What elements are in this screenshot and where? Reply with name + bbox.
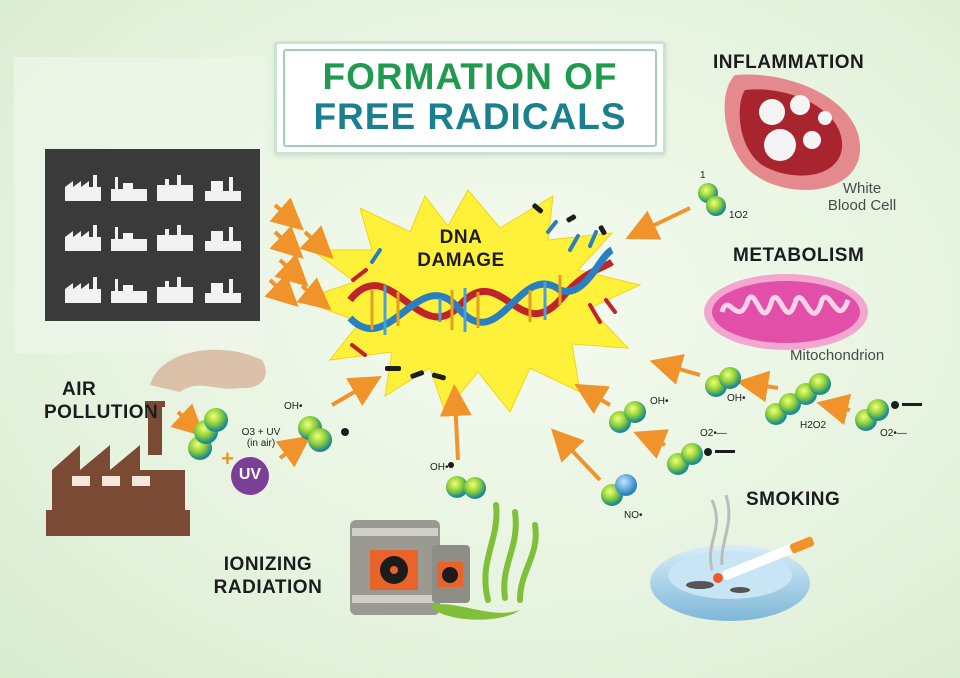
oh-label-air: OH• bbox=[284, 401, 303, 412]
factory-icon bbox=[63, 275, 103, 305]
white-blood-cell-caption: White Blood Cell bbox=[822, 180, 902, 214]
ozone-molecule bbox=[188, 408, 228, 460]
factory-icon bbox=[203, 275, 243, 305]
factory-icon bbox=[63, 223, 103, 253]
dna-damage-label: DNA DAMAGE bbox=[414, 226, 508, 272]
title-line-2: FREE RADICALS bbox=[313, 96, 627, 137]
svg-text:+: + bbox=[221, 446, 234, 471]
oh-label-mid: OH• bbox=[650, 396, 669, 407]
factory-icon bbox=[109, 223, 149, 253]
factory-icon bbox=[109, 173, 149, 203]
radiation-line-2: RADIATION bbox=[213, 577, 323, 598]
caption-line-1: White bbox=[842, 180, 882, 197]
uv-icon bbox=[231, 457, 269, 495]
dna-damage-line-1: DNA bbox=[439, 227, 483, 248]
air-pollution-line-2: POLLUTION bbox=[44, 402, 159, 423]
air-pollution-label: AIR POLLUTION bbox=[44, 378, 158, 424]
factory-icon bbox=[155, 275, 195, 305]
reaction-line-2: (in air) bbox=[246, 438, 276, 449]
oh-molecule-radiation bbox=[446, 462, 486, 499]
oh-label-metabolism: OH• bbox=[727, 393, 746, 404]
o2-label-right: O2•— bbox=[880, 428, 907, 439]
reaction-line-1: O3 + UV bbox=[241, 427, 281, 438]
factory-icon bbox=[155, 223, 195, 253]
singlet-oxygen-label-top: 1 bbox=[700, 170, 706, 181]
metabolism-molecules bbox=[601, 367, 922, 506]
mitochondrion-icon bbox=[704, 274, 868, 350]
factory-icon bbox=[155, 173, 195, 203]
ozone-uv-reaction: O3 + UV (in air) bbox=[238, 427, 284, 449]
no-label: NO• bbox=[624, 510, 643, 521]
metabolism-label: METABOLISM bbox=[733, 245, 865, 266]
arrows bbox=[170, 197, 852, 482]
white-blood-cell-icon bbox=[724, 74, 861, 190]
oh-molecule-air bbox=[298, 416, 349, 452]
factory-icon bbox=[46, 349, 266, 536]
oh-label-radiation: OH• bbox=[430, 462, 449, 473]
air-pollution-line-1: AIR bbox=[62, 379, 97, 400]
factory-icon bbox=[63, 173, 103, 203]
h2o2-label: H2O2 bbox=[800, 420, 827, 431]
factory-icon bbox=[109, 275, 149, 305]
mitochondrion-caption: Mitochondrion bbox=[790, 347, 885, 364]
factory-icon bbox=[203, 223, 243, 253]
factory-icons-grid bbox=[45, 149, 260, 321]
smoking-label: SMOKING bbox=[746, 489, 841, 510]
title-line-1: FORMATION OF bbox=[322, 56, 618, 97]
ashtray-cigarette-icon bbox=[650, 494, 815, 621]
singlet-oxygen-label: 1O2 bbox=[729, 210, 748, 221]
caption-line-2: Blood Cell bbox=[827, 197, 897, 214]
ionizing-line-1: IONIZING bbox=[223, 554, 313, 575]
singlet-oxygen-molecule bbox=[698, 183, 726, 216]
radioactive-barrel-icon bbox=[350, 502, 539, 620]
title-box: FORMATION OF FREE RADICALS bbox=[274, 41, 666, 155]
factory-icon bbox=[203, 173, 243, 203]
o2-label-mid: O2•— bbox=[700, 428, 727, 439]
inflammation-label: INFLAMMATION bbox=[713, 52, 865, 73]
ionizing-radiation-label: IONIZING RADIATION bbox=[212, 553, 324, 599]
dna-icon bbox=[347, 203, 617, 381]
uv-badge-label: UV bbox=[238, 466, 262, 483]
dna-damage-burst bbox=[298, 189, 642, 414]
dna-damage-line-2: DAMAGE bbox=[417, 250, 505, 271]
